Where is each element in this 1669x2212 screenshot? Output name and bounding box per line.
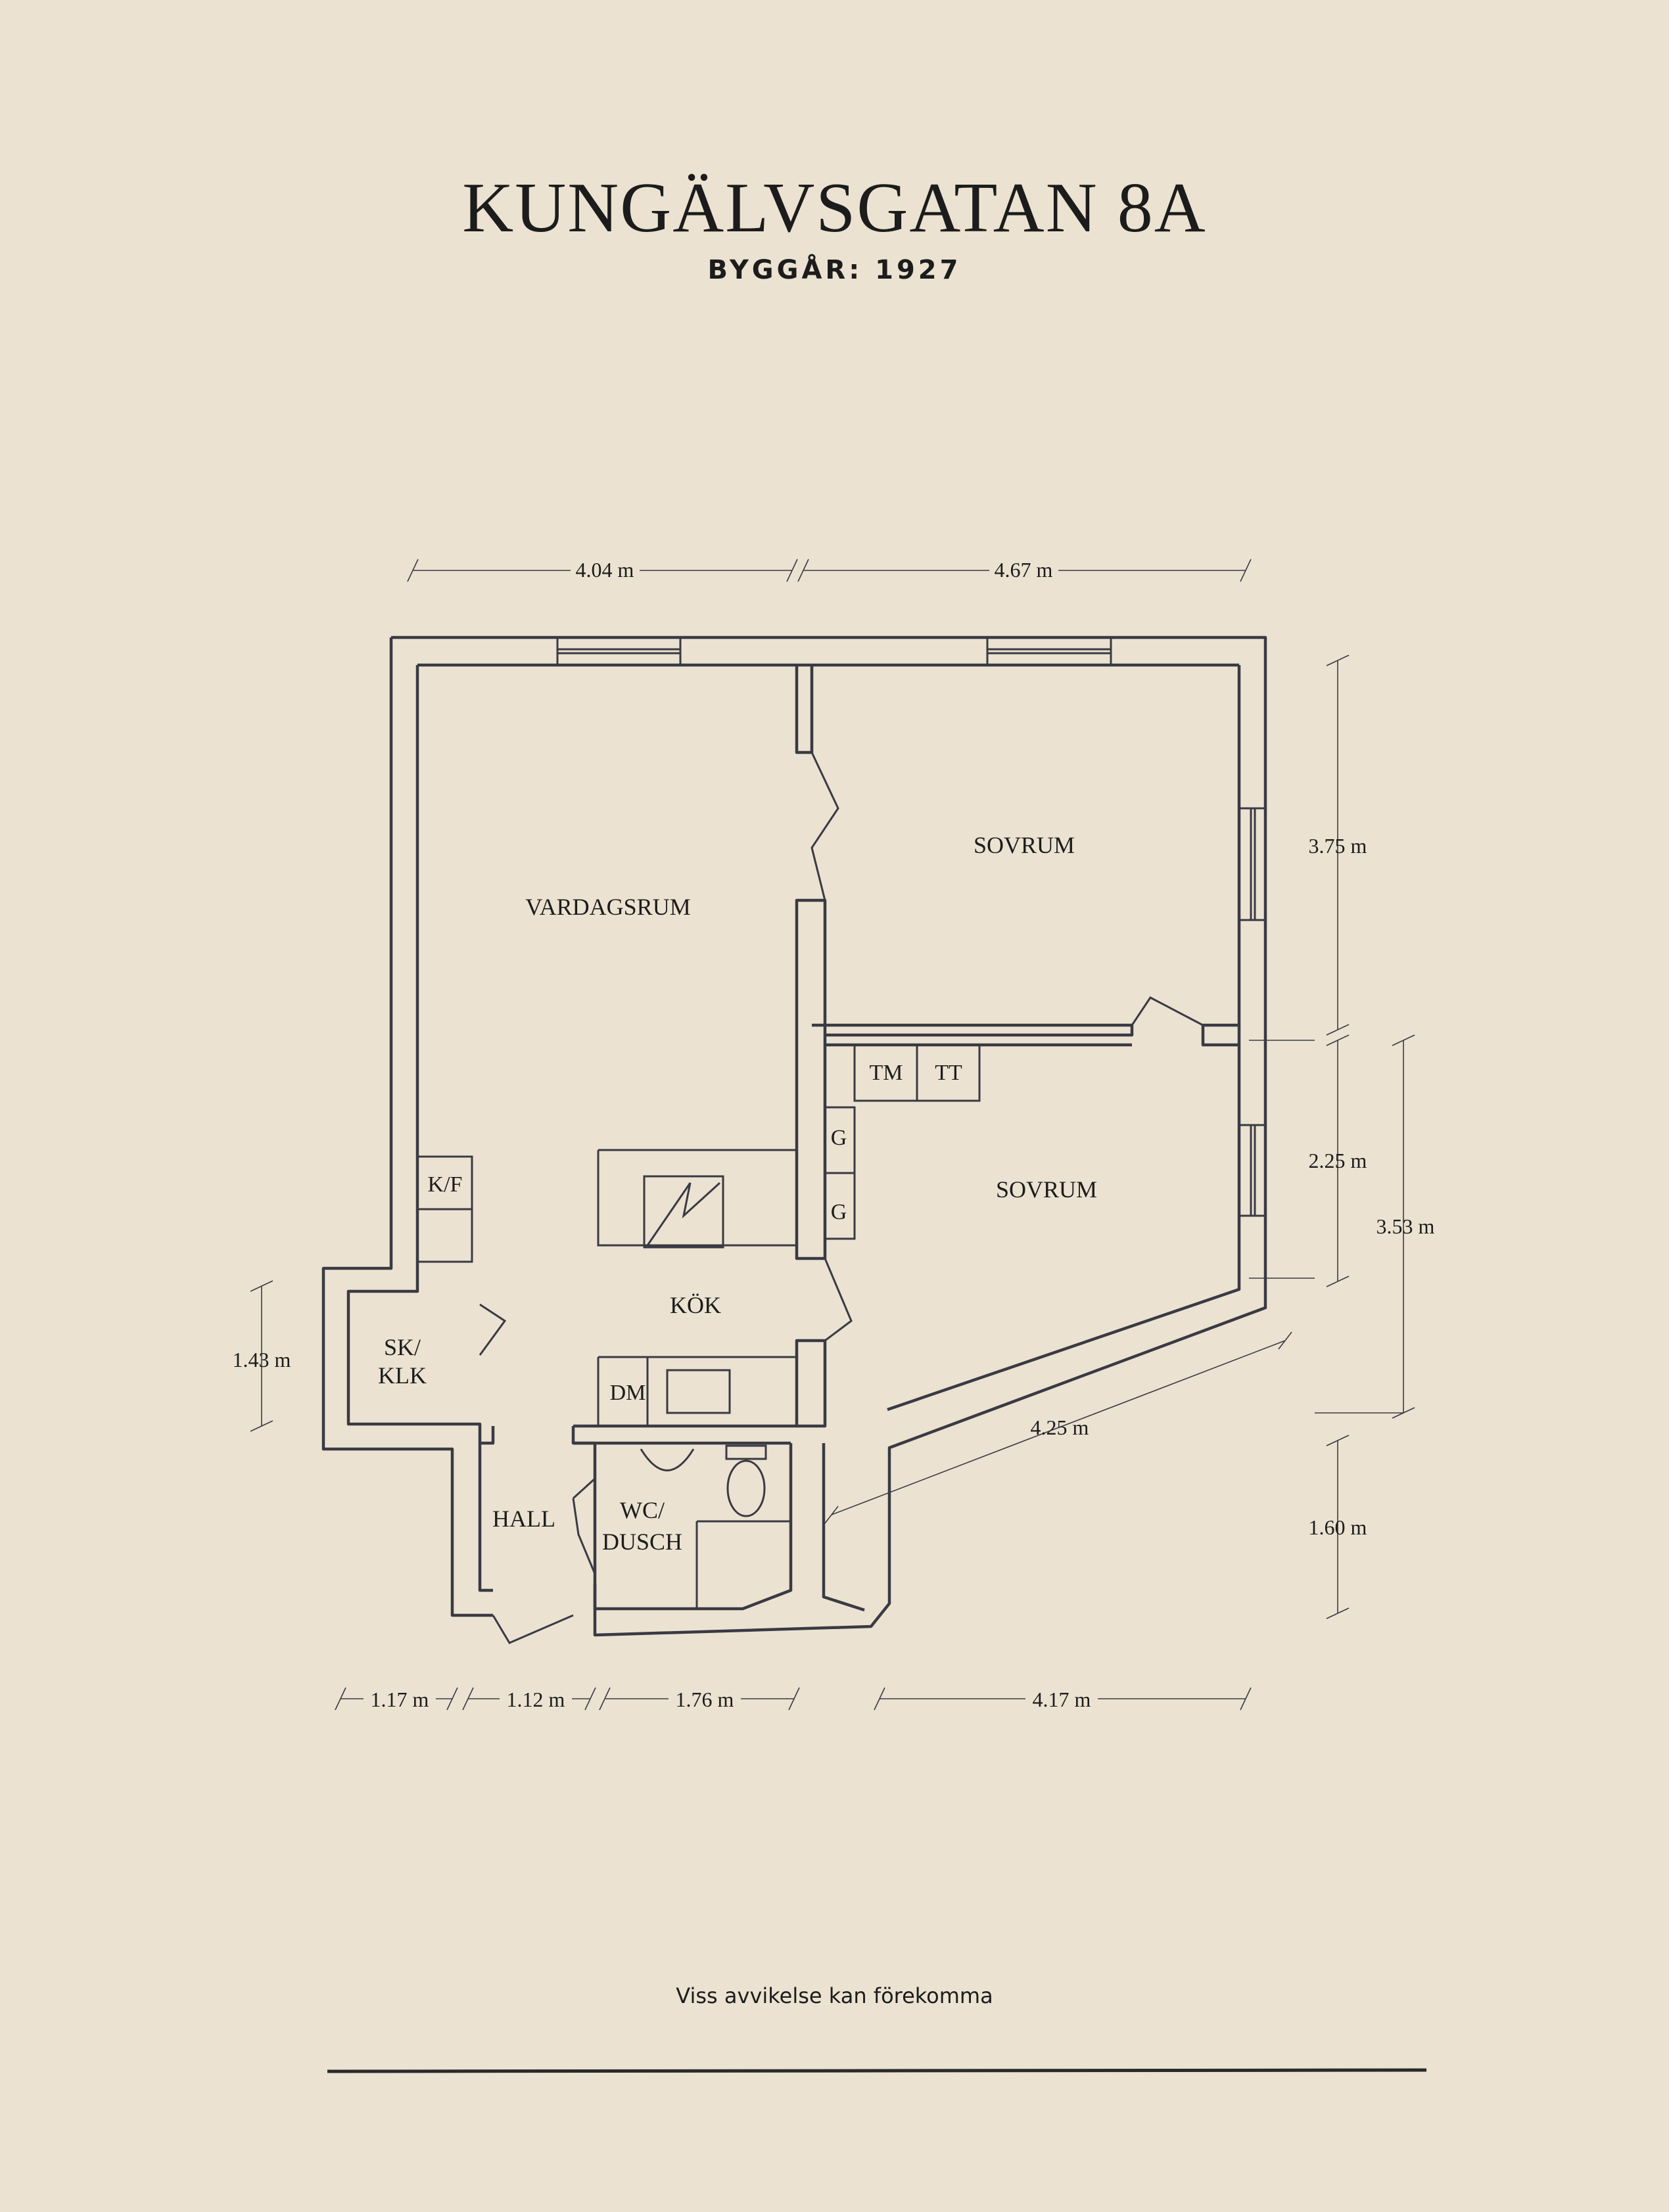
fixture-dryer: TT [935, 1061, 962, 1085]
room-bedroom-2: SOVRUM [996, 1176, 1097, 1203]
page-title: KUNGÄLVSGATAN 8A [462, 169, 1207, 247]
room-bath-line2: DUSCH [602, 1529, 682, 1555]
dim-right-total: 3.53 m [1376, 1214, 1435, 1238]
dim-right-upper: 3.75 m [1309, 834, 1367, 858]
dim-bottom-4: 4.17 m [1033, 1688, 1091, 1711]
dim-right-lower: 1.60 m [1309, 1515, 1367, 1539]
room-storage-line2: KLK [378, 1362, 427, 1389]
dim-right-mid: 2.25 m [1309, 1149, 1367, 1172]
room-bath-line1: WC/ [620, 1497, 665, 1523]
footer-rule [327, 2068, 1427, 2073]
dim-left: 1.43 m [233, 1348, 291, 1371]
fixture-dishwasher: DM [610, 1381, 646, 1405]
dim-top-right: 4.67 m [995, 558, 1053, 582]
fixture-wardrobe-1: G [831, 1126, 847, 1150]
room-living: VARDAGSRUM [525, 894, 690, 920]
fixture-wardrobe-2: G [831, 1200, 847, 1224]
outer-walls [321, 635, 1267, 1637]
dim-bottom-3: 1.76 m [676, 1688, 734, 1711]
room-storage-line1: SK/ [384, 1334, 421, 1360]
disclaimer: Viss avvikelse kan förekomma [676, 1983, 993, 2008]
dim-diagonal: 4.25 m [1031, 1416, 1089, 1439]
build-year: BYGGÅR: 1927 [707, 255, 962, 285]
windows [556, 637, 1265, 1217]
dim-bottom-2: 1.12 m [507, 1688, 565, 1711]
fixture-washer: TM [870, 1061, 903, 1085]
room-kitchen: KÖK [670, 1292, 721, 1318]
room-bedroom-1: SOVRUM [974, 832, 1075, 858]
fixture-fridge-freezer: K/F [428, 1172, 463, 1197]
room-hall: HALL [492, 1506, 555, 1532]
dim-top-left: 4.04 m [576, 558, 634, 582]
dim-bottom-1: 1.17 m [371, 1688, 429, 1711]
interior-walls [416, 665, 1241, 1644]
